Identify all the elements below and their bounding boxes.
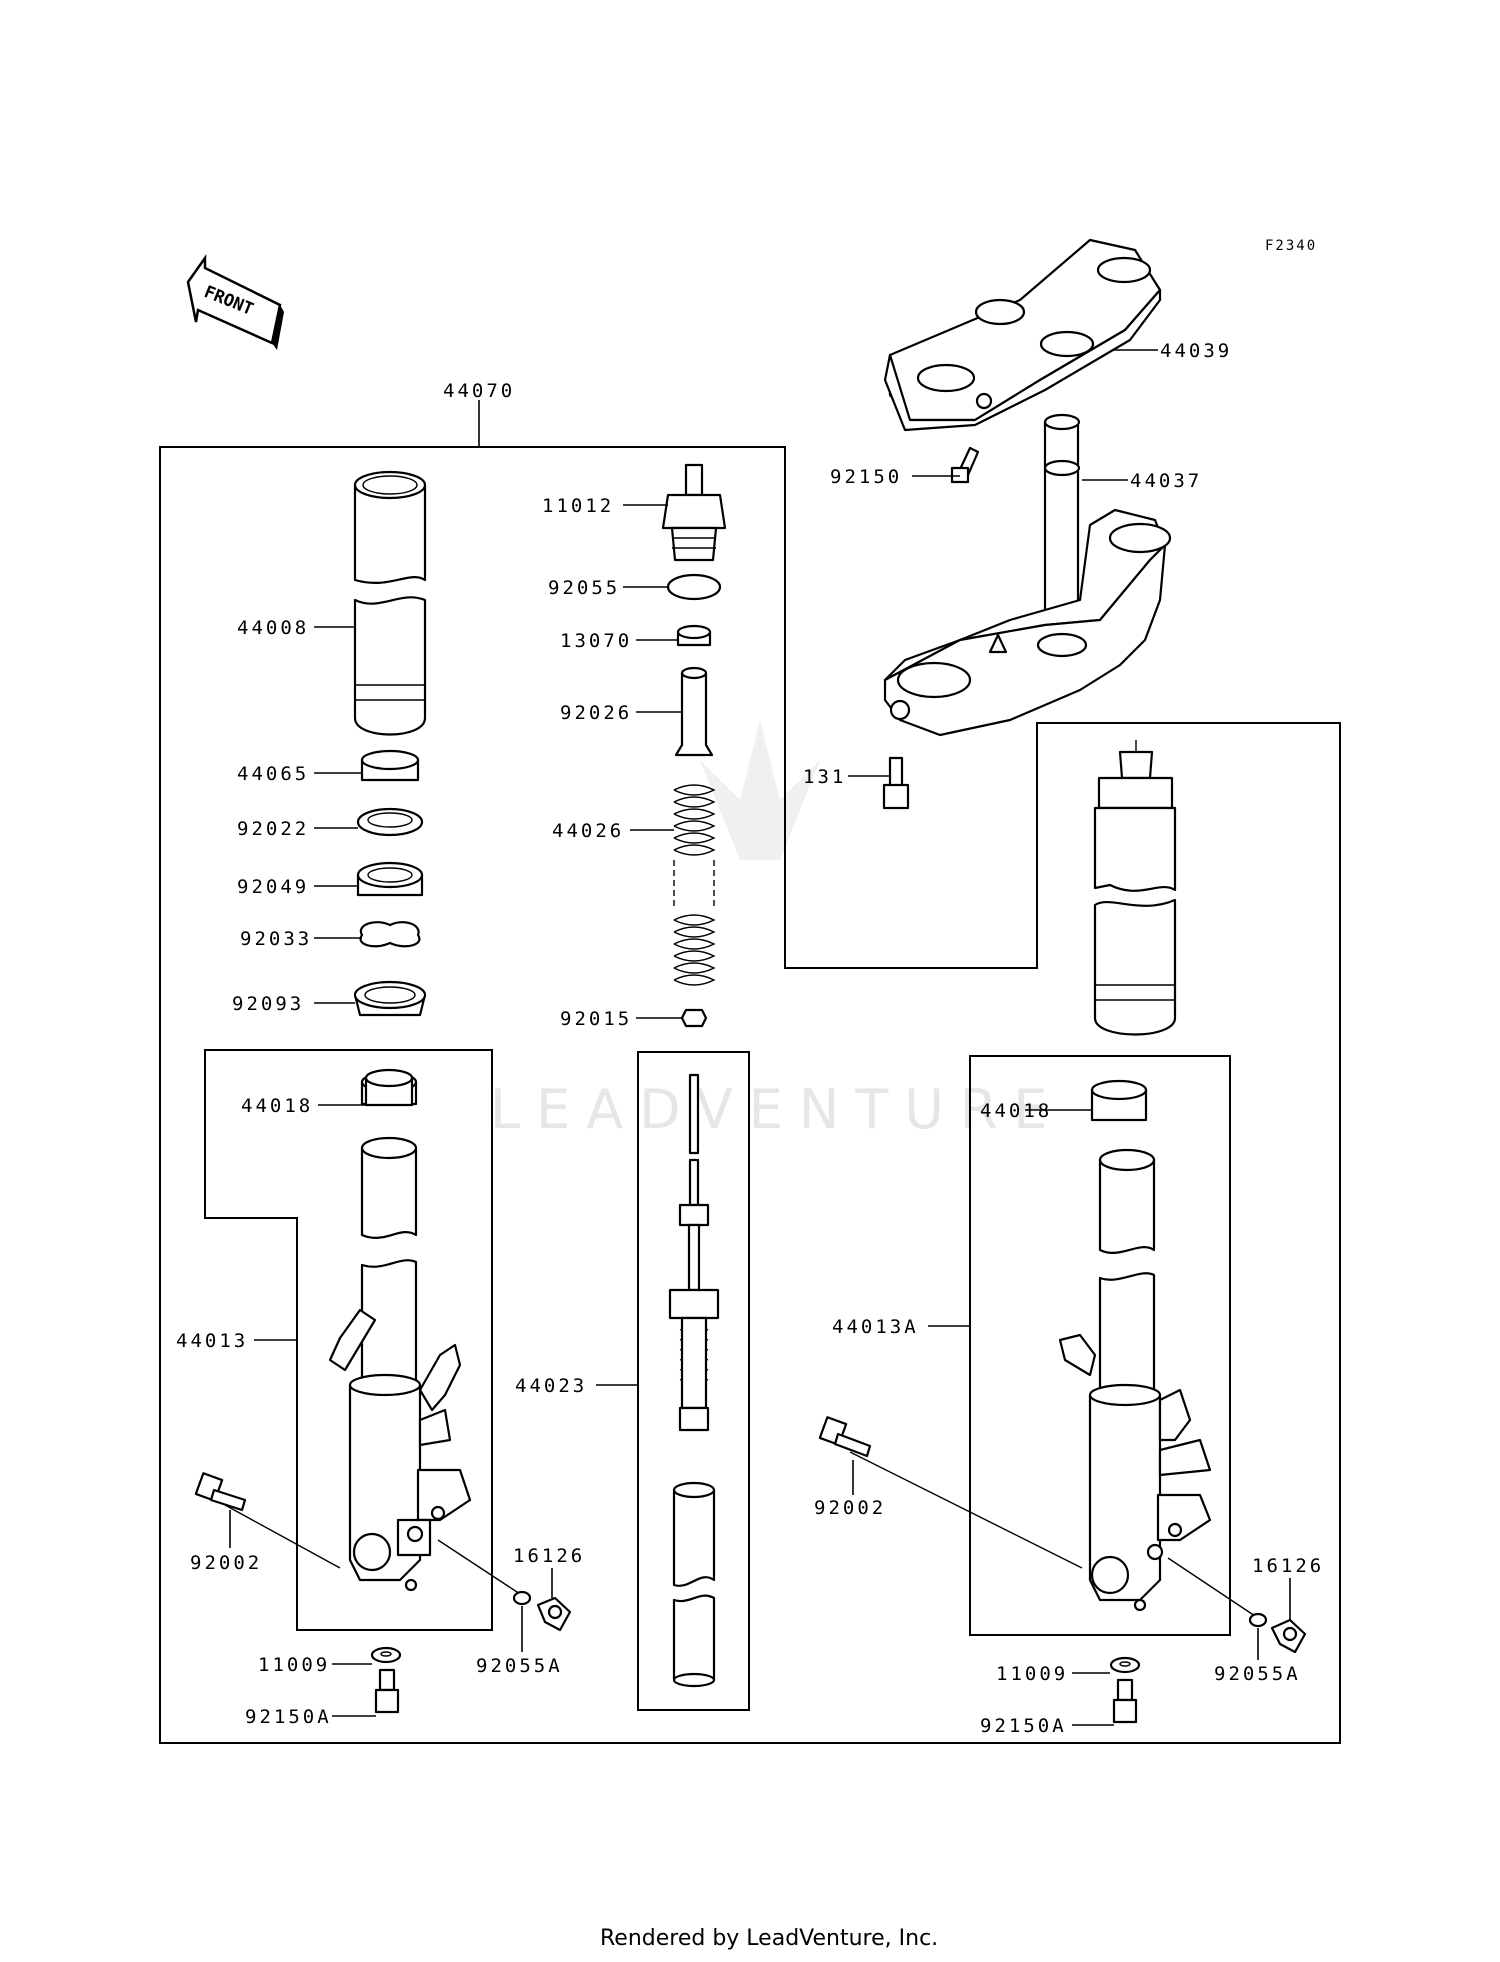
diagram-code: F2340 bbox=[1265, 238, 1317, 254]
label-44065[interactable]: 44065 bbox=[237, 763, 309, 785]
label-92022[interactable]: 92022 bbox=[237, 818, 309, 840]
label-44013[interactable]: 44013 bbox=[176, 1330, 248, 1352]
label-11009-right[interactable]: 11009 bbox=[996, 1663, 1068, 1685]
screw-16126-left bbox=[536, 1596, 572, 1632]
oil-seal-92049 bbox=[356, 861, 424, 897]
label-92026[interactable]: 92026 bbox=[560, 702, 632, 724]
watermark: LEADVENTURE bbox=[490, 720, 1063, 1141]
pipe-92026 bbox=[674, 666, 714, 757]
label-44039[interactable]: 44039 bbox=[1160, 340, 1232, 362]
label-44018-left[interactable]: 44018 bbox=[241, 1095, 313, 1117]
label-92150A-left[interactable]: 92150A bbox=[245, 1706, 332, 1728]
front-arrow-icon: FRONT bbox=[186, 254, 284, 350]
circlip-92033 bbox=[359, 921, 421, 948]
leader-lines bbox=[229, 349, 1291, 1726]
bolt-92002-right bbox=[818, 1416, 872, 1458]
bolt-131 bbox=[882, 756, 910, 810]
cap-bolt-11012 bbox=[661, 463, 727, 562]
nut-92015 bbox=[680, 1008, 708, 1028]
outer-tube-44013 bbox=[328, 1071, 472, 1592]
part-labels: 44070 44039 92150 44037 131 11012 92055 … bbox=[176, 340, 1324, 1737]
label-92093[interactable]: 92093 bbox=[232, 993, 304, 1015]
screw-16126-right bbox=[1270, 1618, 1307, 1654]
steering-stem-44037 bbox=[883, 413, 1172, 737]
bolt-92150 bbox=[950, 446, 980, 484]
label-44037[interactable]: 44037 bbox=[1130, 470, 1202, 492]
label-92055A-right[interactable]: 92055A bbox=[1214, 1663, 1301, 1685]
bolt-92150A-left bbox=[374, 1668, 400, 1714]
dust-seal-92093 bbox=[353, 980, 427, 1017]
inner-tube-44008 bbox=[353, 470, 427, 736]
label-11012[interactable]: 11012 bbox=[542, 495, 614, 517]
label-44018-right[interactable]: 44018 bbox=[980, 1100, 1052, 1122]
washer-11009-left bbox=[370, 1646, 402, 1664]
label-16126-right[interactable]: 16126 bbox=[1252, 1555, 1324, 1577]
bushing-44018-right bbox=[1090, 1079, 1148, 1122]
label-92049[interactable]: 92049 bbox=[237, 876, 309, 898]
label-44070[interactable]: 44070 bbox=[443, 380, 515, 402]
label-44026[interactable]: 44026 bbox=[552, 820, 624, 842]
bolt-92150A-right bbox=[1112, 1678, 1138, 1724]
label-92055[interactable]: 92055 bbox=[548, 577, 620, 599]
label-16126-left[interactable]: 16126 bbox=[513, 1545, 585, 1567]
label-92150[interactable]: 92150 bbox=[830, 466, 902, 488]
label-44023[interactable]: 44023 bbox=[515, 1375, 587, 1397]
cylinder-unit-44023 bbox=[668, 1073, 720, 1688]
gasket-92055A-right bbox=[1248, 1612, 1268, 1628]
watermark-text: LEADVENTURE bbox=[490, 1078, 1063, 1141]
footer-credit: Rendered by LeadVenture, Inc. bbox=[600, 1926, 938, 1951]
label-92055A-left[interactable]: 92055A bbox=[476, 1655, 563, 1677]
label-11009-left[interactable]: 11009 bbox=[258, 1654, 330, 1676]
inner-tube-right bbox=[1093, 740, 1177, 1036]
cylinder-assembly-frame bbox=[637, 1051, 750, 1711]
label-92033[interactable]: 92033 bbox=[240, 928, 312, 950]
label-92002-left[interactable]: 92002 bbox=[190, 1552, 262, 1574]
label-131[interactable]: 131 bbox=[803, 766, 846, 788]
label-44008[interactable]: 44008 bbox=[237, 617, 309, 639]
bushing-44065 bbox=[360, 749, 420, 782]
label-44013A[interactable]: 44013A bbox=[832, 1316, 919, 1338]
spring-44026 bbox=[673, 784, 716, 986]
o-ring-92055 bbox=[666, 573, 722, 601]
gasket-92055A-left bbox=[512, 1590, 532, 1606]
label-92015[interactable]: 92015 bbox=[560, 1008, 632, 1030]
label-13070[interactable]: 13070 bbox=[560, 630, 632, 652]
upper-bracket-44039 bbox=[883, 238, 1162, 432]
assembly-frame-44070 bbox=[159, 446, 1341, 1744]
collar-13070 bbox=[676, 624, 712, 647]
washer-92022 bbox=[356, 807, 424, 837]
washer-11009-right bbox=[1109, 1656, 1141, 1674]
label-92002-right[interactable]: 92002 bbox=[814, 1497, 886, 1519]
bushing-44018-left bbox=[364, 1068, 414, 1107]
outer-tube-44013A bbox=[1058, 1148, 1212, 1612]
bolt-92002-left bbox=[194, 1472, 247, 1512]
label-92150A-right[interactable]: 92150A bbox=[980, 1715, 1067, 1737]
